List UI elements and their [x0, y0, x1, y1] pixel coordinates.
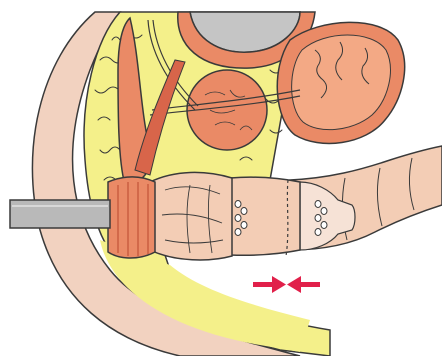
distal-rectum: [150, 172, 232, 260]
stapler-shaft: [10, 200, 110, 228]
compression-arrows: [253, 276, 320, 293]
arrow-right-icon: [253, 276, 286, 293]
arrow-left-icon: [287, 276, 320, 293]
